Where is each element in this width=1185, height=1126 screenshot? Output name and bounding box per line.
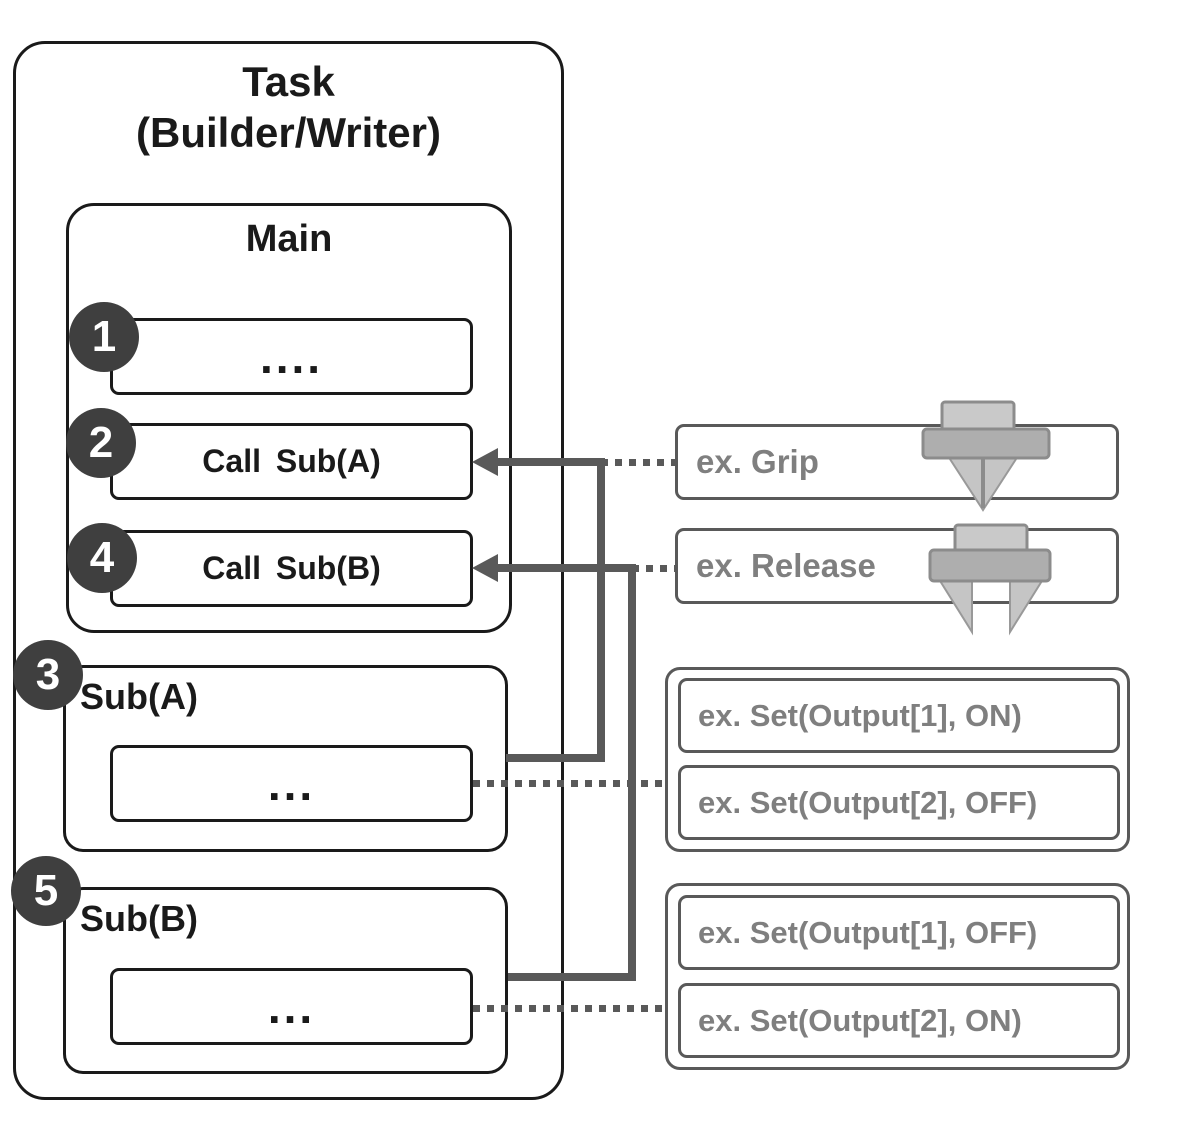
arrowhead-call-sub-b — [472, 554, 498, 582]
main-item-1-box: .... — [110, 318, 473, 395]
sub-a-title: Sub(A) — [80, 676, 198, 717]
sub-b-example-1-box: ex. Set(Output[1], OFF) — [678, 895, 1120, 970]
sub-b-example-1-label: ex. Set(Output[1], OFF) — [698, 914, 1038, 950]
sub-b-body-box: ... — [110, 968, 473, 1045]
dotted-link-sub-b-examples — [473, 1005, 665, 1012]
task-title-line1: Task — [242, 58, 335, 105]
dotted-link-sub-a-examples — [473, 780, 665, 787]
sub-b-example-2-label: ex. Set(Output[2], ON) — [698, 1002, 1022, 1038]
gripper-open-icon — [915, 520, 1060, 643]
sub-a-example-1-box: ex. Set(Output[1], ON) — [678, 678, 1120, 753]
step-badge-1: 1 — [69, 302, 139, 372]
arrowhead-call-sub-a — [472, 448, 498, 476]
sub-a-body-box: ... — [110, 745, 473, 822]
connector-sub-b-vertical-segment — [628, 564, 636, 981]
dotted-link-release — [632, 565, 675, 572]
connector-sub-b-arrow-segment — [494, 564, 636, 572]
step-badge-4: 4 — [67, 523, 137, 593]
step-badge-3: 3 — [13, 640, 83, 710]
sub-b-title: Sub(B) — [80, 898, 198, 939]
connector-sub-a-arrow-segment — [494, 458, 605, 466]
sub-a-example-2-box: ex. Set(Output[2], OFF) — [678, 765, 1120, 840]
dotted-link-grip — [601, 459, 675, 466]
sub-a-example-2-label: ex. Set(Output[2], OFF) — [698, 784, 1038, 820]
task-title: Task (Builder/Writer) — [13, 56, 564, 158]
connector-sub-b-bottom-segment — [508, 973, 636, 981]
example-release-label: ex. Release — [696, 547, 876, 584]
sub-b-example-2-box: ex. Set(Output[2], ON) — [678, 983, 1120, 1058]
step-badge-2: 2 — [66, 408, 136, 478]
main-item-call-sub-a-box: Call Sub(A) — [110, 423, 473, 500]
gripper-closed-icon — [915, 398, 1055, 521]
step-badge-5: 5 — [11, 856, 81, 926]
sub-a-example-1-label: ex. Set(Output[1], ON) — [698, 697, 1022, 733]
main-item-call-sub-b-box: Call Sub(B) — [110, 530, 473, 607]
example-grip-label: ex. Grip — [696, 443, 819, 480]
main-title: Main — [245, 218, 333, 260]
connector-sub-a-vertical-segment — [597, 458, 605, 762]
task-title-line2: (Builder/Writer) — [136, 109, 441, 157]
connector-sub-a-bottom-segment — [506, 754, 605, 762]
